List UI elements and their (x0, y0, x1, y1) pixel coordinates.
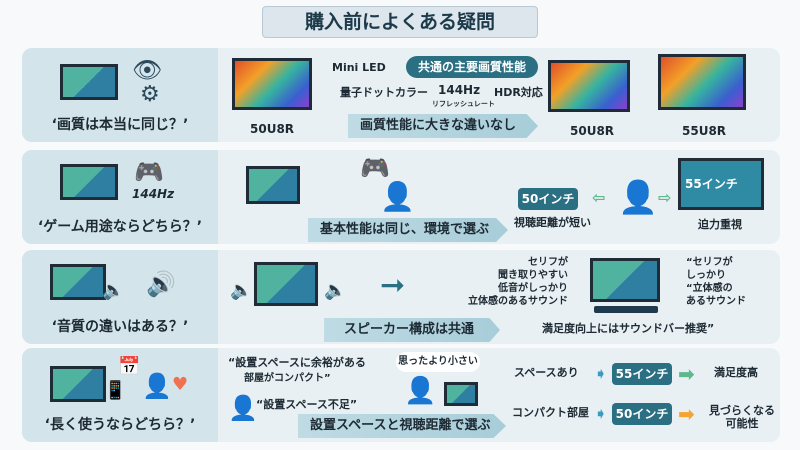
hz-label: 144Hz (132, 187, 175, 201)
calendar-icon: 📅 (118, 356, 141, 377)
row-longterm: 📱 📅 👤 ♥ ‘長く使うならどちら？’ “設置スペースに余裕がある 部屋がコン… (22, 348, 780, 442)
feature-mini-led: Mini LED (332, 61, 386, 74)
small-note: 視聴距離が短い (514, 216, 591, 229)
quote-space: “設置スペースに余裕がある (228, 356, 366, 369)
tv-icon (60, 64, 118, 100)
feature-refresh-rate: リフレッシュレート (432, 100, 495, 108)
size-50-badge: 50インチ (612, 403, 672, 425)
common-badge: 共通の主要画質性能 (406, 56, 538, 78)
note: “セリフが (686, 257, 733, 268)
quote-shortage: “設置スペース不足” (256, 398, 358, 411)
person-gaming-icon: 👤 (618, 178, 658, 216)
size-55-badge: 55インチ (612, 363, 672, 385)
worried-person-icon: 👤 (228, 394, 258, 422)
conclusion-band: スピーカー構成は共通 (324, 318, 500, 342)
quote-compact: 部屋がコンパクト” (244, 373, 331, 384)
tv-icon (50, 264, 106, 300)
arrow-left-icon: ⇦ (592, 188, 606, 207)
result-line: 見づらくなる (709, 404, 775, 417)
question-text: ‘画質は本当に同じ？’ (51, 117, 189, 133)
page-title: 購入前によくある疑問 (262, 6, 538, 38)
row-gaming: 🎮 144Hz ‘ゲーム用途ならどちら？’ 🎮 👤 基本性能は同じ、環境で選ぶ … (22, 150, 780, 244)
case-label: コンパクト部屋 (512, 406, 589, 419)
question-panel: 🔈 🔊 ‘音質の違いはある？’ (22, 250, 218, 344)
feature-quantum-dot: 量子ドットカラー (340, 86, 428, 99)
tv-55: 55インチ (678, 158, 764, 210)
tv-icon (444, 382, 478, 406)
question-panel: 👁 ⚙ ‘画質は本当に同じ？’ (22, 48, 218, 142)
arrow-icon: ➧ (594, 404, 608, 423)
gamepad-icon: 🎮 (134, 158, 164, 186)
feature-hdr: HDR対応 (494, 86, 543, 99)
tv-55u8r (658, 54, 746, 110)
note: あるサウンド (686, 296, 746, 307)
eye-icon: 👁 (132, 56, 163, 84)
person-icon: 👤 (380, 180, 415, 213)
tv-icon (246, 166, 300, 204)
note: 低音がしっかり (498, 283, 568, 294)
speaker-icon: 🔈 (324, 280, 347, 301)
large-note: 迫力重視 (698, 218, 742, 231)
row-sound: 🔈 🔊 ‘音質の違いはある？’ 🔈 🔈 ➞ スピーカー構成は共通 セリフが 聞き… (22, 250, 780, 344)
question-text: ‘音質の違いはある？’ (51, 319, 189, 335)
question-text: ‘長く使うならどちら？’ (44, 417, 196, 433)
case-label: スペースあり (514, 366, 579, 379)
model-label: 50U8R (570, 124, 615, 138)
arrow-right-icon: ⇨ (658, 188, 672, 207)
question-panel: 📱 📅 👤 ♥ ‘長く使うならどちら？’ (22, 348, 218, 442)
person-icon: 👤 (142, 372, 172, 400)
result-line: 可能性 (725, 417, 759, 430)
row-picture-quality: 👁 ⚙ ‘画質は本当に同じ？’ 50U8R Mini LED 共通の主要画質性能… (22, 48, 780, 142)
note: 聞き取りやすい (498, 270, 568, 281)
note: しっかり (686, 270, 726, 281)
right-notes: “セリフが しっかり “立体感の あるサウンド (686, 256, 746, 308)
speaker-icon: 🔈 (102, 280, 125, 301)
gamer-icon: 🎮 (360, 154, 390, 182)
orange-arrow-icon: ➡ (678, 402, 695, 426)
phone-icon: 📱 (104, 380, 127, 401)
feature-144hz: 144Hz (438, 83, 481, 97)
speech-bubble: 思ったより小さい (396, 352, 480, 372)
arrow-right-icon: ➞ (380, 268, 406, 303)
tv-icon (50, 366, 106, 402)
arrow-icon: ➧ (594, 364, 608, 383)
note: “立体感の (686, 283, 733, 294)
green-arrow-icon: ➡ (678, 362, 695, 386)
soundbar-note: 満足度向上にはサウンドバー推奨” (542, 322, 715, 335)
tv-icon (254, 262, 318, 306)
size-50-badge: 50インチ (518, 188, 578, 210)
tv-icon (60, 164, 118, 200)
note: セリフが (528, 257, 568, 268)
tv-50u8r (232, 58, 312, 110)
speaker-icon: 🔈 (230, 280, 253, 301)
note: 立体感のあるサウンド (468, 296, 568, 307)
speaker-sound-icon: 🔊 (146, 270, 176, 298)
case-result: 満足度高 (714, 366, 758, 379)
tv-50u8r (548, 60, 630, 112)
person-icon: 👤 (404, 376, 437, 406)
soundbar-icon (594, 306, 658, 313)
question-text: ‘ゲーム用途ならどちら？’ (37, 219, 203, 235)
question-panel: 🎮 144Hz ‘ゲーム用途ならどちら？’ (22, 150, 218, 244)
model-label: 55U8R (682, 124, 727, 138)
gear-icon: ⚙ (140, 82, 160, 107)
model-label: 50U8R (250, 122, 295, 136)
conclusion-band: 画質性能に大きな違いなし (348, 114, 538, 138)
left-notes: セリフが 聞き取りやすい 低音がしっかり 立体感のあるサウンド (442, 256, 568, 308)
size-55-label: 55インチ (685, 177, 738, 191)
tv-icon (590, 258, 660, 302)
heart-icon: ♥ (172, 374, 189, 395)
conclusion-band: 設置スペースと視聴距離で選ぶ (298, 414, 506, 438)
case-result: 見づらくなる 可能性 (708, 404, 776, 430)
conclusion-band: 基本性能は同じ、環境で選ぶ (308, 218, 508, 242)
